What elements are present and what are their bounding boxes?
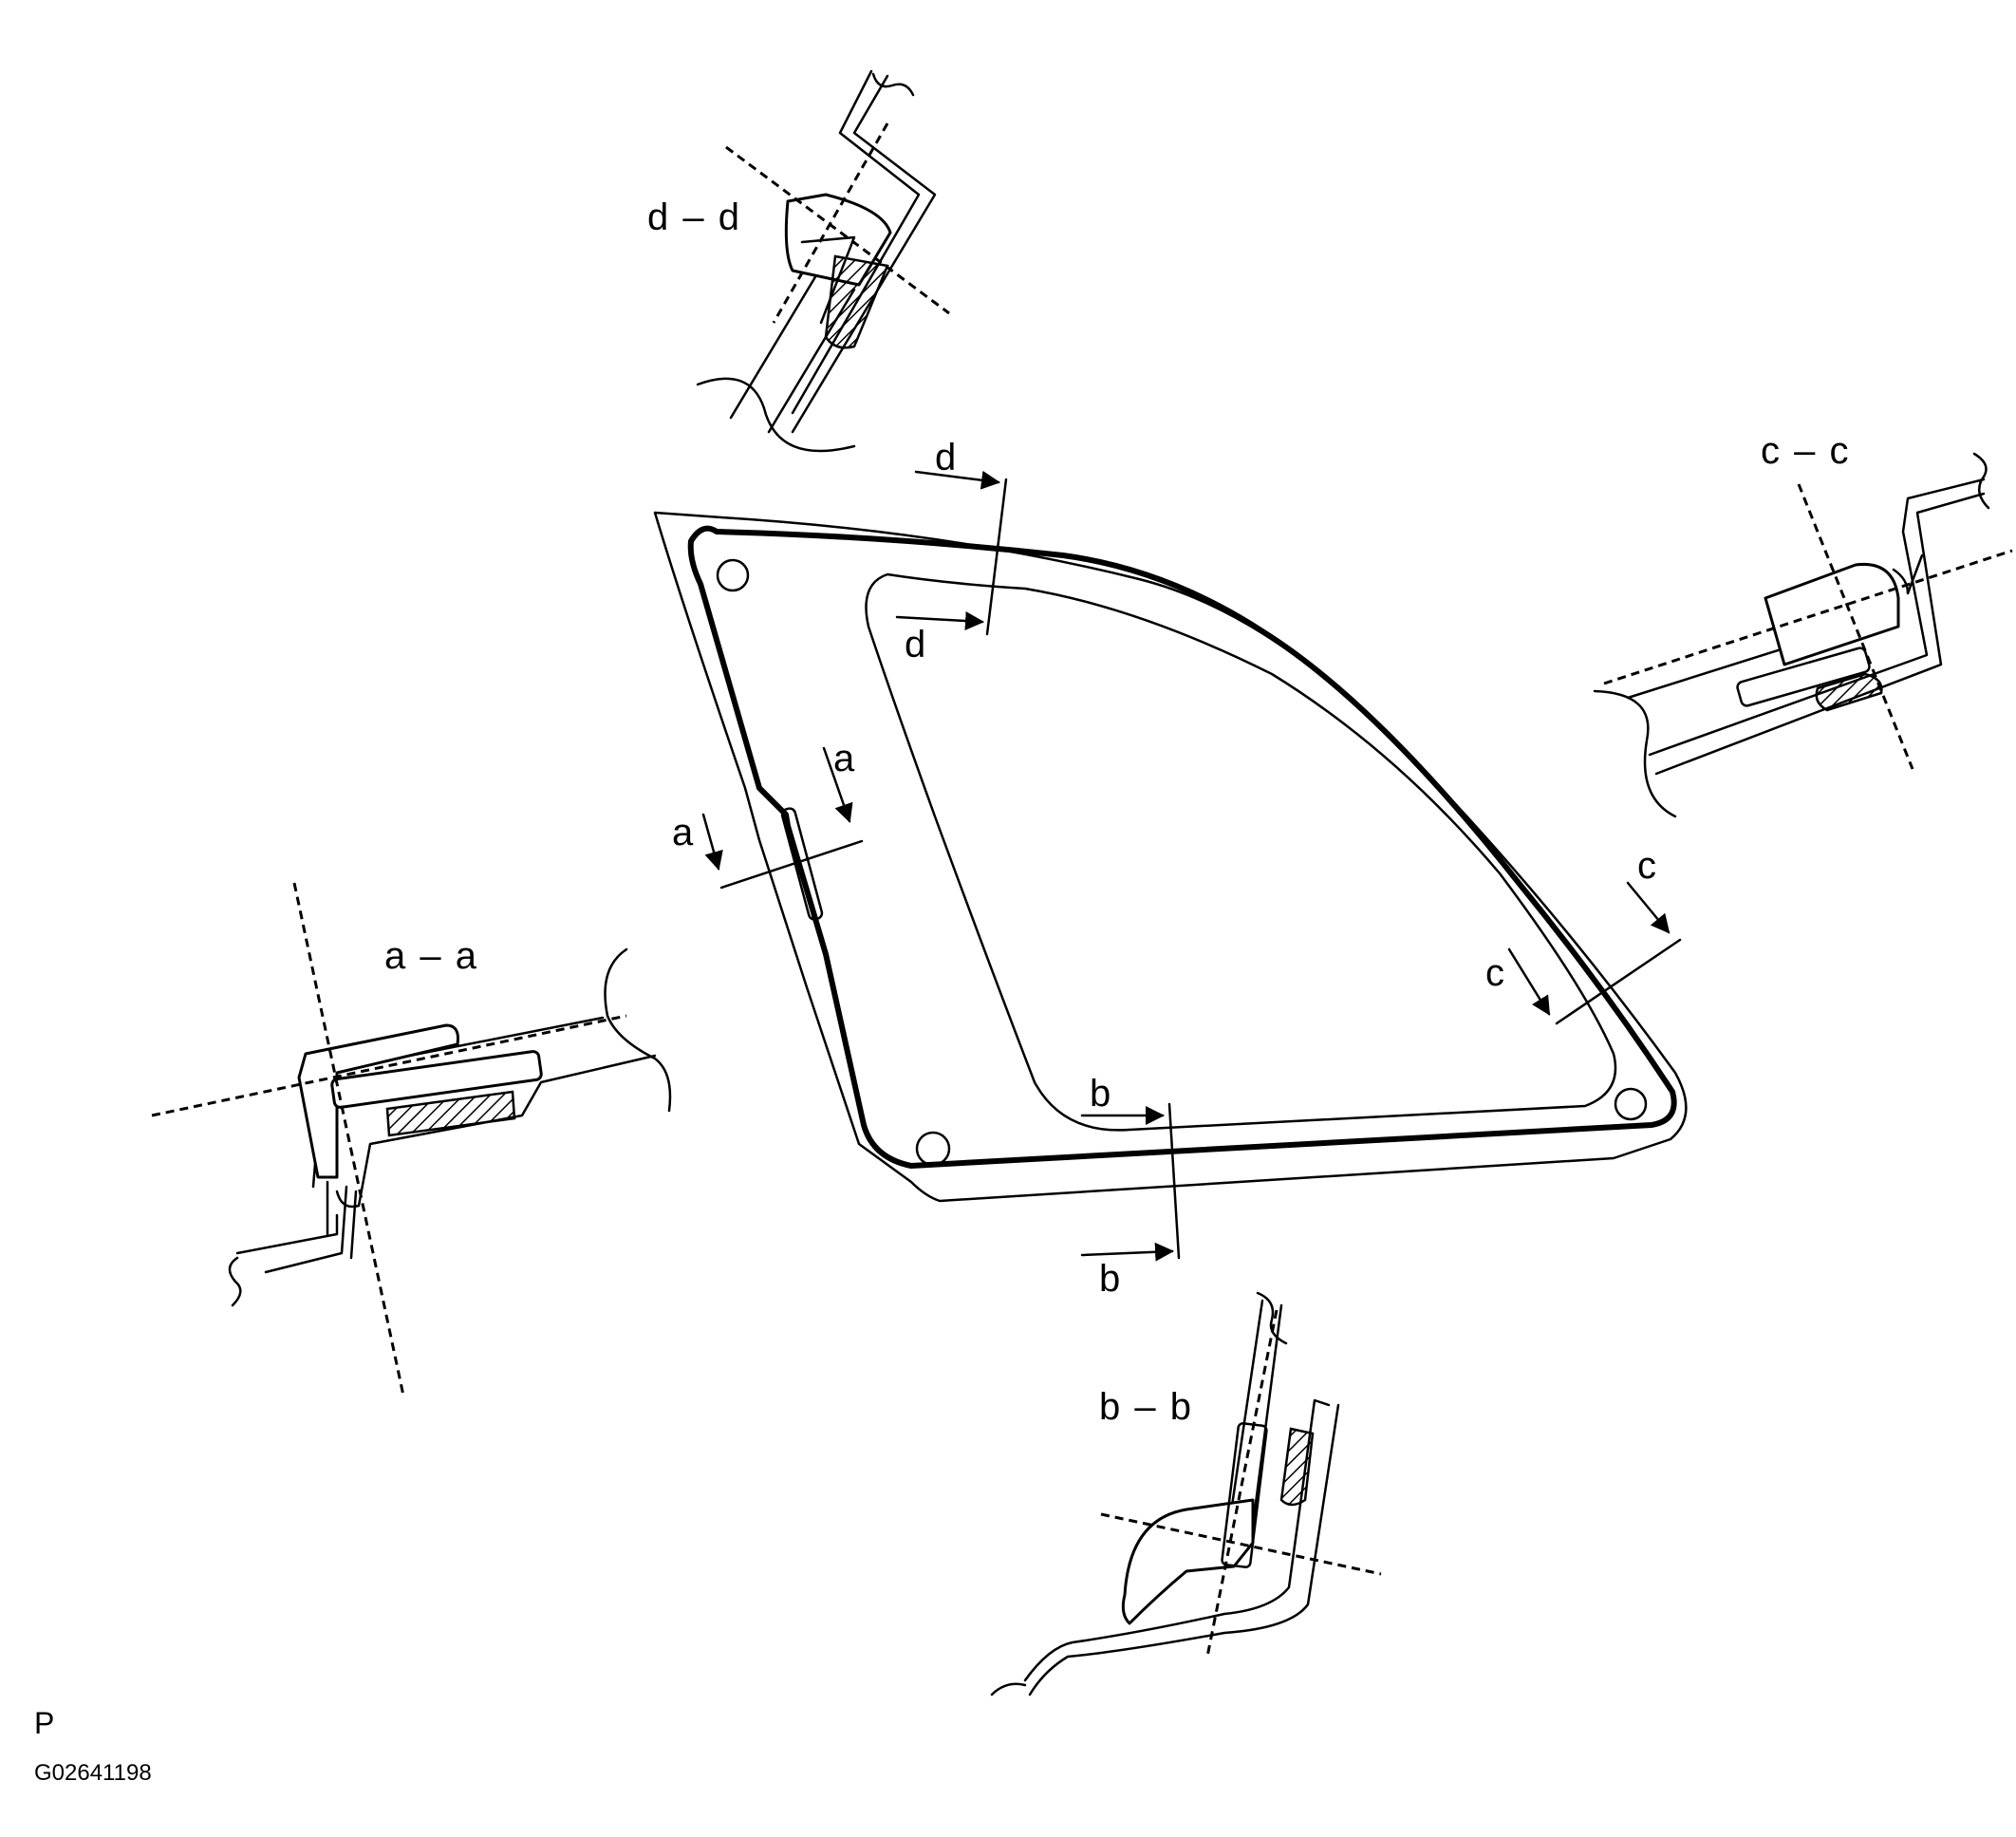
arrow-label-c-bottom: c	[1485, 952, 1504, 994]
stud-lower-right	[1614, 1087, 1648, 1121]
quarter-glass	[653, 511, 1688, 1203]
glass-slot	[780, 807, 824, 921]
section-a-title: a – a	[384, 935, 478, 977]
arrow-label-a-left: a	[672, 812, 694, 853]
section-b-detail: b – b	[990, 1291, 1382, 1696]
page-letter: P	[34, 1706, 55, 1740]
section-d-detail: d – d	[647, 69, 950, 453]
section-c-title: c – c	[1761, 430, 1850, 472]
stud-lower-left	[915, 1131, 951, 1167]
arrow-label-d-top: d	[935, 437, 956, 478]
stud-upper-left	[716, 558, 750, 592]
section-d-title: d – d	[647, 197, 741, 238]
ceramic-border-inner	[865, 572, 1617, 1132]
arrow-label-b-bottom: b	[1099, 1258, 1120, 1300]
figure-id: G02641198	[34, 1760, 152, 1786]
cut-line-d: d d	[895, 437, 1008, 665]
section-c-detail: c – c	[1593, 430, 2013, 818]
urethane-bead	[687, 525, 1677, 1169]
cut-line-c: c c	[1485, 845, 1682, 1025]
glass-outer-edge	[653, 511, 1688, 1203]
section-a-detail: a – a	[151, 882, 672, 1396]
arrow-label-b-top: b	[1090, 1073, 1111, 1115]
cut-line-b: b b	[1080, 1073, 1181, 1300]
cut-line-a: a a	[672, 738, 864, 890]
section-b-title: b – b	[1099, 1386, 1193, 1428]
arrow-label-a-right: a	[833, 738, 855, 779]
arrow-label-c-top: c	[1637, 845, 1656, 887]
arrow-label-d-bottom: d	[905, 624, 925, 665]
